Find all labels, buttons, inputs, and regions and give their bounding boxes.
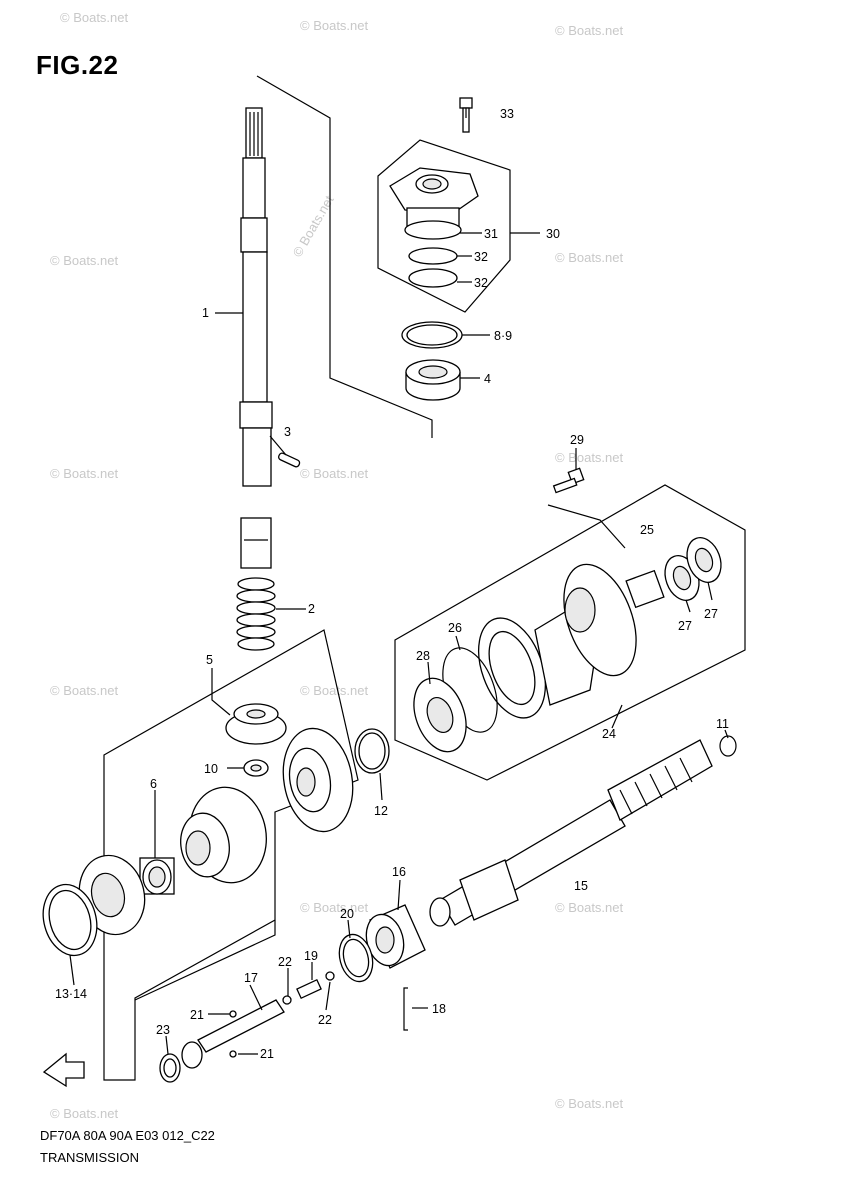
part-3-pin: [278, 452, 301, 468]
part-16-clutch: [365, 904, 426, 969]
callout-28: 28: [416, 649, 430, 663]
part-11-circlip: [719, 735, 737, 757]
watermark: © Boats.net: [60, 10, 129, 25]
callout-26: 26: [448, 621, 462, 635]
section-name: TRANSMISSION: [40, 1150, 139, 1165]
group-outline-30: [377, 139, 511, 313]
callout-21: 21: [260, 1047, 274, 1061]
part-19-spring: [296, 978, 322, 1000]
watermark: © Boats.net: [300, 683, 369, 698]
watermark: © Boats.net: [300, 900, 369, 915]
part-4-bearing: [405, 359, 461, 401]
watermark: © Boats.net: [555, 23, 624, 38]
callout-24: 24: [602, 727, 616, 741]
reverse-gear: [282, 727, 354, 833]
callout-22: 22: [278, 955, 292, 969]
part-6-needle-bearing: [139, 857, 175, 895]
part-31-oring: [404, 220, 462, 240]
part-5-pinion-gear: [225, 703, 287, 745]
model-code: DF70A 80A 90A E03 012_C22: [40, 1128, 215, 1143]
part-22-ball: [282, 971, 335, 1005]
group-brackets: [103, 75, 746, 1081]
callout-19: 19: [304, 949, 318, 963]
watermark: © Boats.net: [300, 466, 369, 481]
callout-3: 3: [284, 425, 291, 439]
watermark: © Boats.net: [300, 18, 369, 33]
forward-gear: [180, 786, 267, 884]
part-18-group-bracket: [403, 987, 408, 1031]
callout-33: 33: [500, 107, 514, 121]
callout-20: 20: [340, 907, 354, 921]
part-2-spring: [236, 577, 276, 651]
callout-1: 1: [202, 306, 209, 320]
callout-13-14: 13·14: [55, 987, 87, 1001]
part-27-bearing: [664, 537, 722, 601]
part-1-drive-shaft: [239, 107, 273, 569]
callout-27: 27: [678, 619, 692, 633]
watermark-layer: © Boats.net © Boats.net © Boats.net © Bo…: [50, 10, 624, 1121]
callout-15: 15: [574, 879, 588, 893]
callout-8-9: 8·9: [494, 329, 512, 343]
callout-6: 6: [150, 777, 157, 791]
part-28-bearing: [413, 677, 467, 753]
callout-21: 21: [190, 1008, 204, 1022]
group-outline-24: [394, 484, 746, 781]
leader-line: [547, 504, 626, 549]
callout-18: 18: [432, 1002, 446, 1016]
callout-25: 25: [640, 523, 654, 537]
forward-direction-arrow-icon: [42, 1052, 85, 1088]
part-24-bracket: [478, 563, 665, 719]
callout-32: 32: [474, 276, 488, 290]
callout-23: 23: [156, 1023, 170, 1037]
watermark: © Boats.net: [555, 450, 624, 465]
part-12-shim: [354, 728, 390, 774]
callout-labels: 1 2 3 4 5 6 8·9 10 11 12 13·14 15 16 17 …: [55, 107, 729, 1061]
watermark: © Boats.net: [555, 900, 624, 915]
callout-29: 29: [570, 433, 584, 447]
part-20-spring-ring: [338, 933, 374, 983]
watermark: © Boats.net: [50, 253, 119, 268]
callout-30: 30: [546, 227, 560, 241]
callout-32: 32: [474, 250, 488, 264]
figure-title: FIG.22: [36, 50, 119, 80]
watermark: © Boats.net: [50, 683, 119, 698]
watermark: © Boats.net: [555, 1096, 624, 1111]
callout-12: 12: [374, 804, 388, 818]
callout-11: 11: [716, 717, 729, 731]
callout-31: 31: [484, 227, 498, 241]
callout-4: 4: [484, 372, 491, 386]
part-29-bolt: [552, 467, 585, 494]
callout-16: 16: [392, 865, 406, 879]
part-15-propeller-shaft: [429, 739, 713, 927]
watermark: © Boats.net: [555, 250, 624, 265]
part-17-push-rod: [181, 999, 285, 1069]
callout-27: 27: [704, 607, 718, 621]
callout-17: 17: [244, 971, 258, 985]
bracket-line: [134, 920, 276, 1001]
part-30-housing: [389, 167, 479, 288]
watermark: © Boats.net: [50, 466, 119, 481]
callout-22: 22: [318, 1013, 332, 1027]
part-10-washer: [243, 759, 269, 777]
bracket-line: [256, 75, 433, 438]
part-32-seal: [408, 268, 458, 288]
callout-leaders: [69, 108, 729, 1055]
callout-5: 5: [206, 653, 213, 667]
watermark: © Boats.net: [50, 1106, 119, 1121]
part-32-seal: [408, 247, 458, 265]
callout-10: 10: [204, 762, 218, 776]
part-13-14-shim: [42, 883, 98, 957]
callout-2: 2: [308, 602, 315, 616]
part-8-9-shim: [401, 321, 463, 349]
part-23-washer: [159, 1053, 181, 1083]
